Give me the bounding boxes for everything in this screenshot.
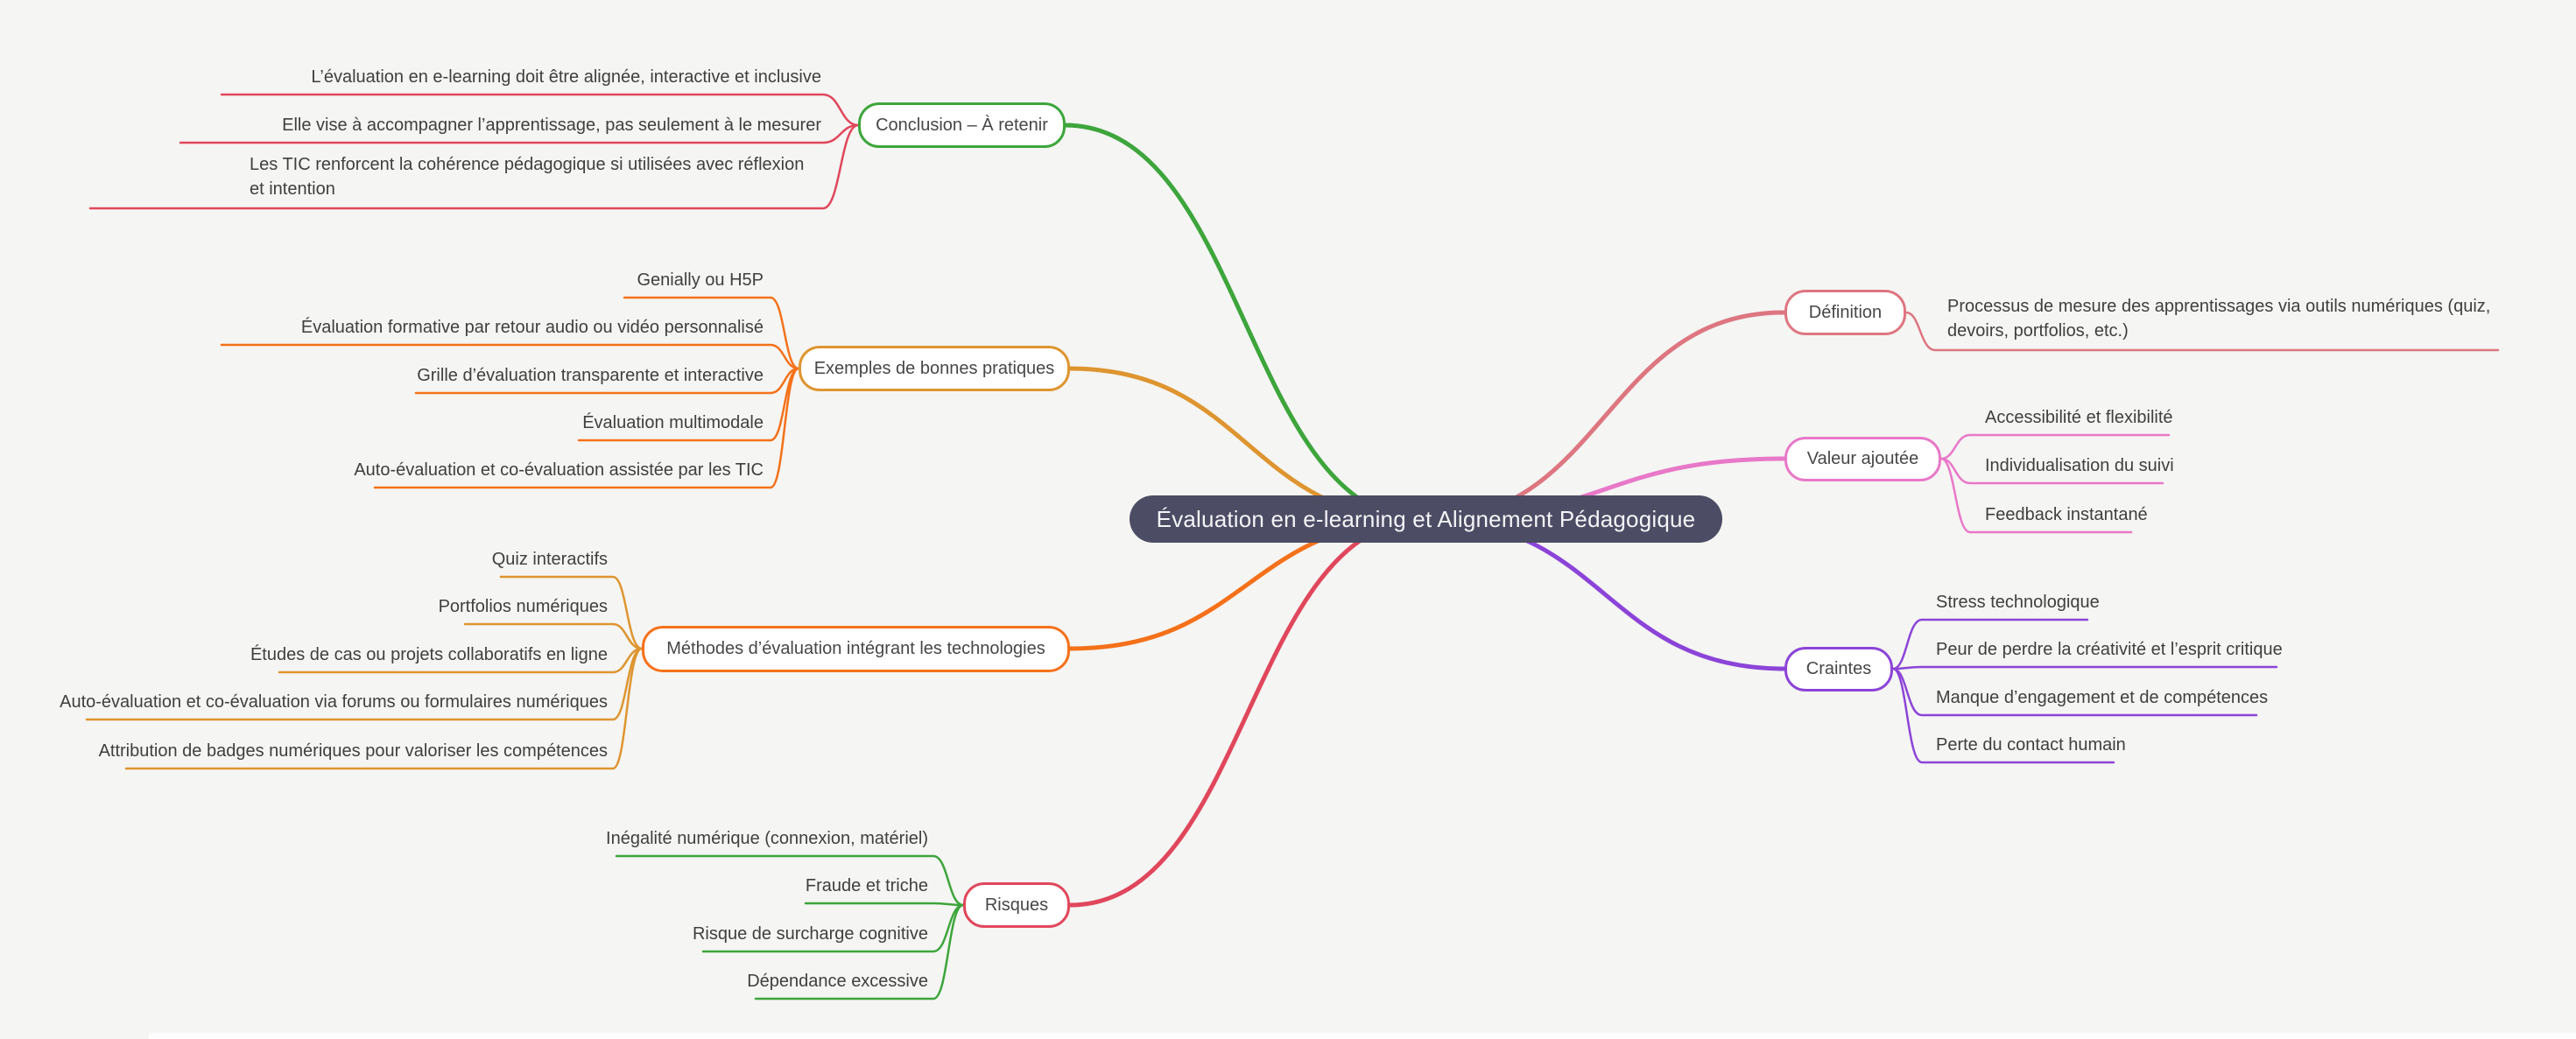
child-link	[1891, 667, 2115, 764]
child-link	[804, 902, 965, 907]
child-link	[220, 93, 860, 127]
root-link-risques	[1067, 517, 1428, 908]
child-item-methodes-2[interactable]: Études de cas ou projets collaboratifs e…	[250, 645, 608, 664]
child-item-conclusion-2[interactable]: Les TIC renforcent la cohérence pédagogi…	[250, 155, 805, 199]
child-item-methodes-1[interactable]: Portfolios numériques	[438, 597, 608, 616]
child-link	[463, 622, 644, 650]
child-item-methodes-3[interactable]: Auto-évaluation et co-évaluation via for…	[60, 692, 608, 712]
child-item-exemples-4[interactable]: Auto-évaluation et co-évaluation assisté…	[354, 460, 764, 480]
child-link	[220, 343, 800, 370]
branch-node-risques[interactable]: Risques	[963, 882, 1070, 928]
child-link	[623, 296, 800, 370]
child-link	[1891, 618, 2089, 670]
child-link	[373, 367, 800, 489]
child-item-risques-3[interactable]: Dépendance excessive	[747, 972, 928, 991]
child-item-methodes-0[interactable]: Quiz interactifs	[491, 550, 608, 569]
child-link	[1939, 433, 2171, 460]
child-link	[499, 575, 644, 650]
child-link	[179, 123, 860, 144]
child-item-exemples-2[interactable]: Grille d’évaluation transparente et inte…	[417, 366, 764, 385]
child-link	[615, 854, 965, 907]
child-link	[1891, 665, 2278, 670]
branch-node-craintes[interactable]: Craintes	[1784, 647, 1893, 691]
root-node[interactable]: Évaluation en e-learning et Alignement P…	[1130, 495, 1722, 543]
child-link	[88, 123, 860, 210]
child-item-risques-1[interactable]: Fraude et triche	[805, 876, 928, 895]
child-item-valeur-2[interactable]: Feedback instantané	[1985, 505, 2148, 524]
child-link	[1904, 311, 2500, 352]
child-item-exemples-0[interactable]: Genially ou H5P	[637, 270, 764, 290]
branch-node-conclusion[interactable]: Conclusion – À retenir	[858, 102, 1066, 148]
child-item-methodes-4[interactable]: Attribution de badges numériques pour va…	[98, 741, 608, 761]
child-link	[1939, 457, 2133, 534]
root-link-conclusion	[1062, 123, 1428, 523]
branch-node-methodes[interactable]: Méthodes d’évaluation intégrant les tech…	[642, 626, 1070, 672]
child-item-craintes-3[interactable]: Perte du contact humain	[1936, 735, 2126, 755]
branch-node-definition[interactable]: Définition	[1784, 290, 1906, 335]
child-item-valeur-1[interactable]: Individualisation du suivi	[1985, 456, 2174, 475]
child-item-exemples-3[interactable]: Évaluation multimodale	[582, 413, 764, 432]
child-link	[124, 647, 644, 770]
child-item-risques-2[interactable]: Risque de surcharge cognitive	[692, 924, 928, 944]
child-item-craintes-2[interactable]: Manque d’engagement et de compétences	[1936, 688, 2269, 707]
child-item-definition-0[interactable]: Processus de mesure des apprentissages v…	[1947, 297, 2491, 340]
child-item-craintes-0[interactable]: Stress technologique	[1936, 593, 2100, 612]
branch-node-valeur-ajoutee[interactable]: Valeur ajoutée	[1784, 437, 1941, 481]
child-item-craintes-1[interactable]: Peur de perdre la créativité et l’esprit…	[1936, 640, 2283, 659]
child-item-exemples-1[interactable]: Évaluation formative par retour audio ou…	[300, 318, 764, 337]
child-item-conclusion-0[interactable]: L’évaluation en e-learning doit être ali…	[311, 67, 821, 87]
child-item-valeur-0[interactable]: Accessibilité et flexibilité	[1985, 408, 2173, 427]
child-item-risques-0[interactable]: Inégalité numérique (connexion, matériel…	[606, 829, 928, 848]
child-link	[754, 903, 965, 1000]
branch-node-exemples[interactable]: Exemples de bonnes pratiques	[799, 346, 1070, 391]
horizontal-scrollbar-track[interactable]	[149, 1033, 2576, 1039]
child-item-conclusion-1[interactable]: Elle vise à accompagner l’apprentissage,…	[282, 116, 821, 135]
